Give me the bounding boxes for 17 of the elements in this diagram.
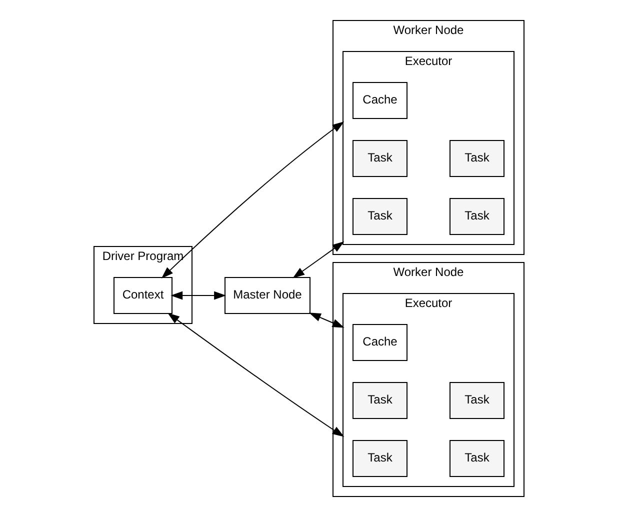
node-box: Task [450,140,504,177]
node-box: Task [352,140,408,177]
node-box: Task [450,440,504,477]
arrow [168,312,344,437]
arrow [308,312,344,328]
node-box: Task [450,382,504,419]
arrow [170,291,226,300]
node-box: Context [114,277,172,314]
arrow [292,241,344,278]
node-box: Task [352,382,408,419]
node-box: Cache [352,82,408,119]
node-box: Master Node [224,277,310,314]
node-box: Task [352,440,408,477]
arrow [161,122,344,279]
node-box: Task [450,198,504,235]
node-box: Task [352,198,408,235]
node-box: Cache [352,324,408,361]
